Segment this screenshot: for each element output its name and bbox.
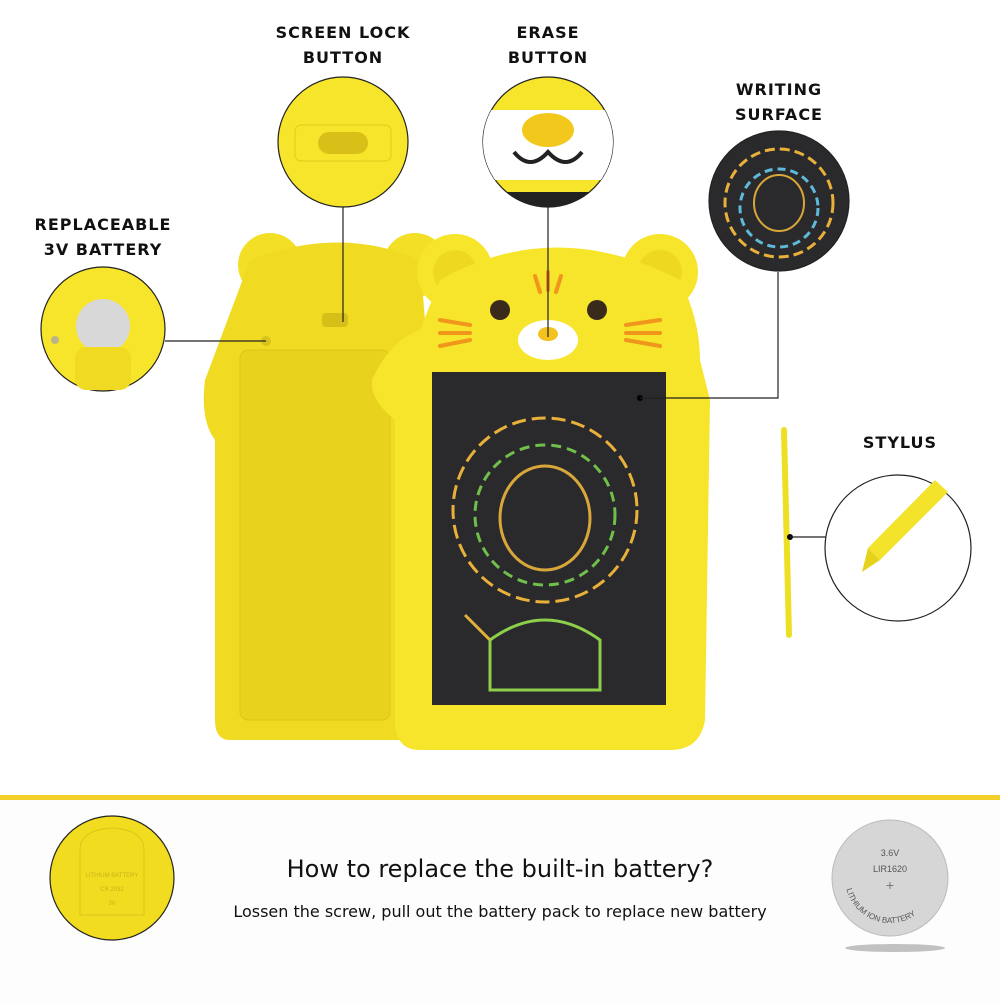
coin-model: LIR1620 [873,864,907,874]
battery-zoom-circle [40,266,166,392]
label-screen-lock-button: SCREEN LOCK BUTTON [263,20,423,70]
battery-cover-circle: LITHIUM BATTERY CR 2032 3V [49,815,175,941]
writing-surface [432,372,666,705]
cover-text: LITHIUM BATTERY [86,873,139,879]
lock-switch-icon [318,132,368,154]
label-replaceable-battery: REPLACEABLE 3V BATTERY [23,212,183,262]
label-stylus: STYLUS [862,433,938,452]
cover-text: 3V [108,901,115,907]
coin-voltage: 3.6V [881,848,900,858]
cover-text: CR 2032 [100,887,124,893]
label-line: SCREEN LOCK [275,23,411,42]
stylus-zoom-circle [824,474,972,622]
label-line: WRITING [735,80,823,99]
label-erase-button: ERASE BUTTON [478,20,618,70]
writing-surface-zoom-circle [708,130,850,272]
plus-icon: + [886,877,894,893]
coin-battery: 3.6V LIR1620 + LITHIUM ION BATTERY [831,819,949,952]
tablet-front [371,234,710,750]
label-line: BUTTON [507,48,589,67]
label-line: 3V BATTERY [43,240,163,259]
label-writing-surface: WRITING SURFACE [709,77,849,127]
label-line: REPLACEABLE [34,215,172,234]
lock-button-back [322,313,348,327]
label-line: SURFACE [735,105,823,124]
screen-lock-zoom-circle [277,76,409,208]
erase-zoom-circle [482,76,614,208]
stylus [781,427,793,638]
label-line: BUTTON [302,48,384,67]
battery-instructions: Lossen the screw, pull out the battery p… [233,902,767,921]
battery-title: How to replace the built-in battery? [286,855,714,883]
tablet-back [203,233,447,740]
leader-lines [165,207,826,538]
label-line: ERASE [516,23,580,42]
